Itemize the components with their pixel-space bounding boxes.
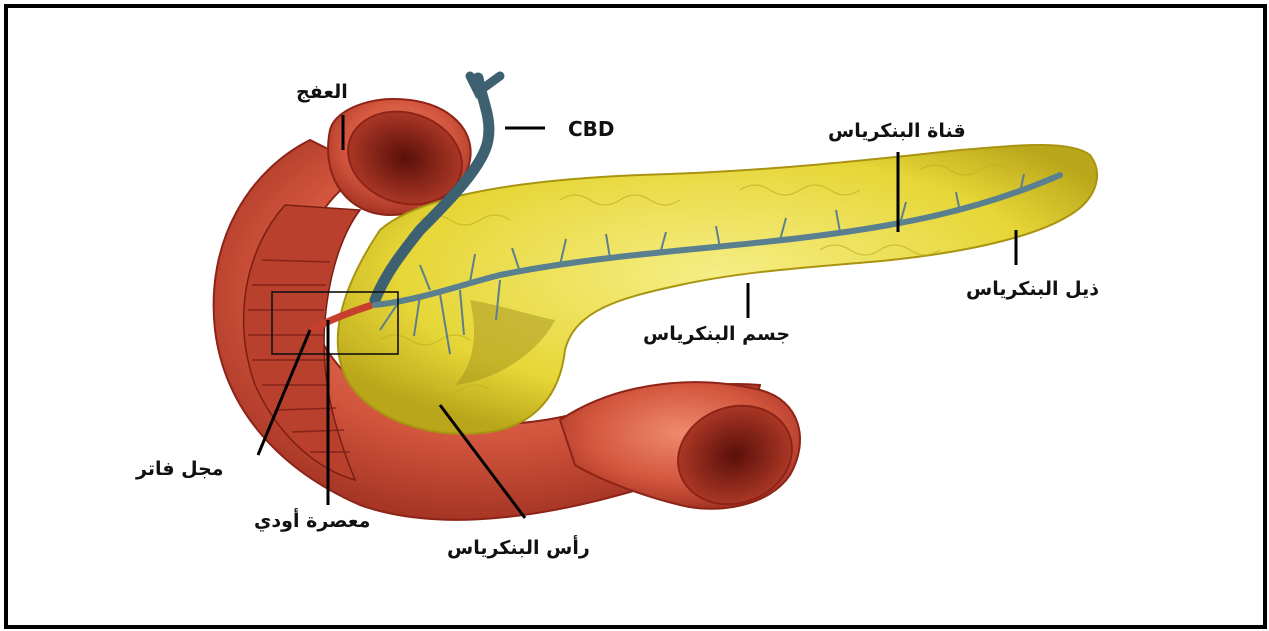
label-sphincter: معصرة أودي [254,510,370,532]
label-duodenal-bulb: العفج [296,81,348,103]
label-cbd: CBD [568,117,615,141]
label-head: رأس البنكرياس [447,537,590,559]
label-body: جسم البنكرياس [643,323,790,345]
label-tail: ذيل البنكرياس [966,278,1099,300]
label-pancreatic-duct: قناة البنكرياس [828,120,966,142]
label-ampulla: مجل فاتر [136,458,224,480]
